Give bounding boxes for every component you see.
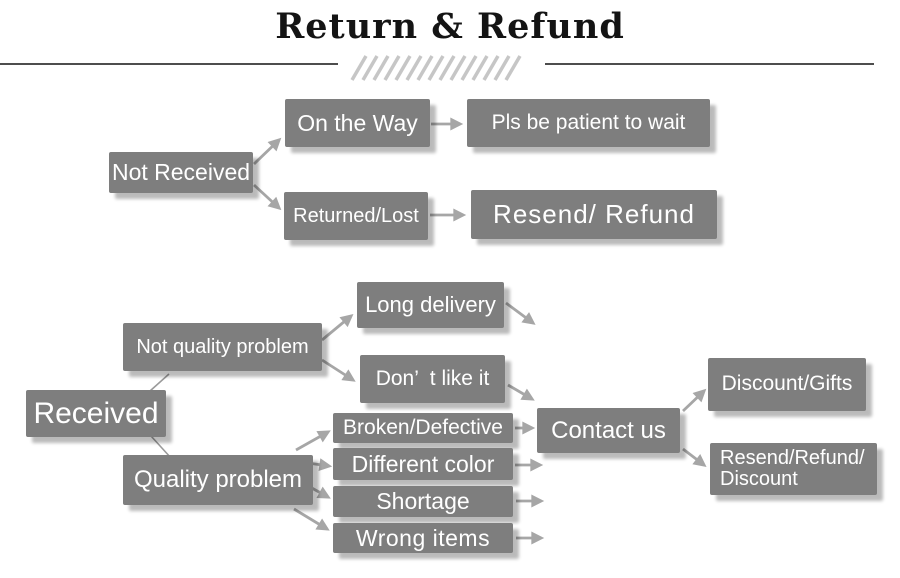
edge-quality-problem-to-wrong-items [293,507,330,531]
edge-quality-problem-to-broken-defective [295,430,331,452]
node-pls-be-patient: Pls be patient to wait [467,99,710,147]
node-label: Different color [351,450,495,477]
node-label: Contact us [551,416,666,444]
node-label: Don’ t like it [375,366,490,390]
node-label: Resend/Refund/ Discount [720,447,865,490]
node-dont-like-it: Don’ t like it [360,355,505,403]
edge-long-delivery-out [505,301,536,325]
edge-received-to-quality-problem [150,435,172,459]
edge-not-quality-problem-to-dont-like-it [321,358,356,382]
node-label: Wrong items [355,524,491,551]
node-discount-gifts: Discount/Gifts [708,358,866,411]
node-label: On the Way [297,109,418,136]
node-resend-refund: Resend/ Refund [471,190,717,239]
node-different-color: Different color [333,448,513,480]
edge-not-received-to-returned-lost [253,183,282,211]
title-rule-left [0,63,338,65]
node-on-the-way: On the Way [285,99,430,147]
title-hatch [350,55,522,81]
node-label: Discount/Gifts [721,372,853,396]
node-label: Pls be patient to wait [491,110,686,134]
node-not-received: Not Received [109,152,253,193]
node-label: Broken/Defective [343,415,503,439]
edge-not-quality-problem-to-long-delivery [321,313,354,342]
node-label: Not quality problem [136,335,309,358]
edge-dont-like-it-to-contact-us [507,383,535,401]
node-long-delivery: Long delivery [357,282,504,328]
node-quality-problem: Quality problem [123,455,313,505]
page-title: Return & Refund [275,6,625,47]
node-label: Not Received [111,159,251,186]
edge-not-received-to-on-the-way [253,137,282,166]
node-label: Resend/ Refund [493,198,695,229]
node-received: Received [26,390,166,437]
node-wrong-items: Wrong items [333,523,513,553]
node-contact-us: Contact us [537,408,680,453]
node-label: Shortage [376,488,470,515]
node-shortage: Shortage [333,486,513,517]
edge-contact-us-to-discount-gifts [682,388,707,413]
flow-edges [149,117,707,545]
edge-contact-us-to-resend-refund-discount [682,447,707,467]
edge-received-to-not-quality-problem [149,373,170,392]
node-not-quality-problem: Not quality problem [123,323,322,371]
node-broken-defective: Broken/Defective [333,413,513,443]
node-label: Received [33,396,159,430]
title-rule-right [545,63,874,65]
node-resend-refund-discount: Resend/Refund/ Discount [710,443,877,495]
edge-quality-problem-to-shortage [309,485,331,499]
node-label: Quality problem [133,466,303,494]
node-label: Returned/Lost [293,204,419,227]
node-label: Long delivery [365,292,496,318]
node-returned-lost: Returned/Lost [284,192,428,240]
